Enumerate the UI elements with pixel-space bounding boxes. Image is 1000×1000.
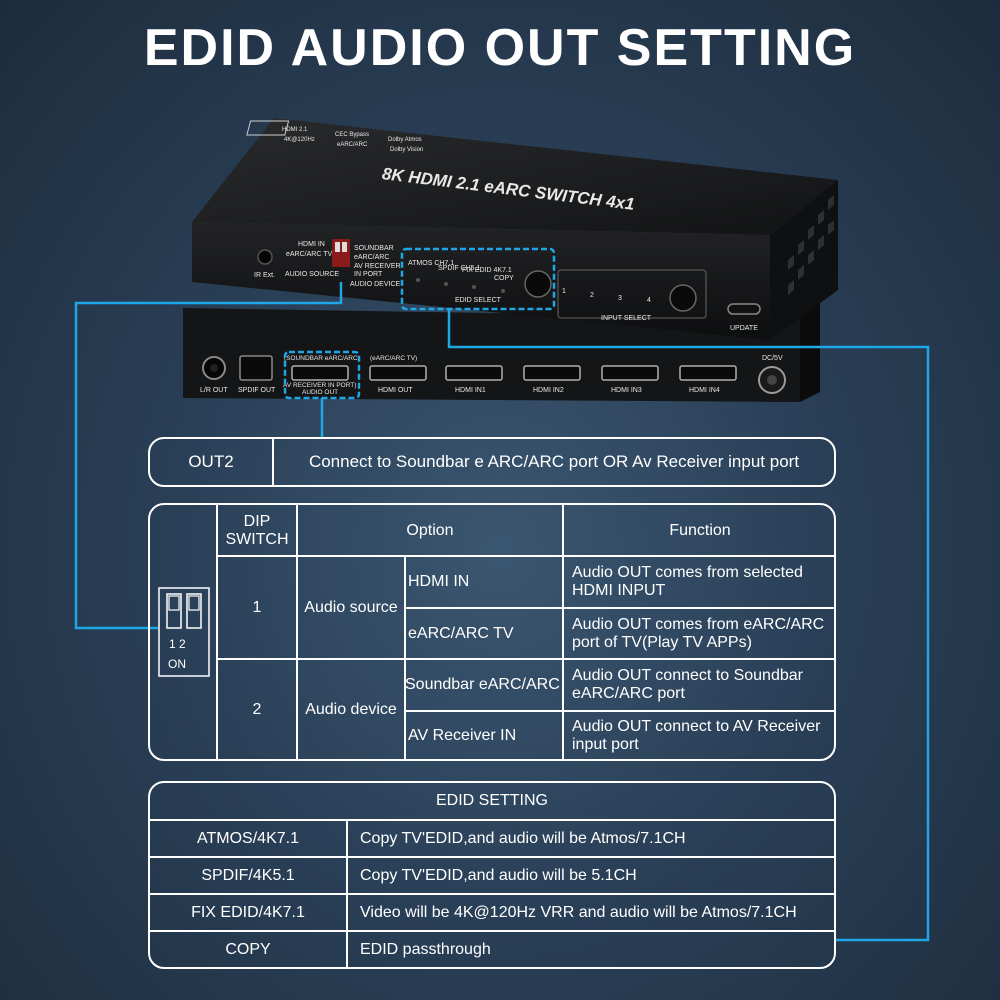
svg-text:1 2: 1 2 <box>169 637 186 651</box>
spdif-port <box>239 355 273 381</box>
usb-c-port <box>727 303 761 315</box>
svg-text:HDMI IN1: HDMI IN1 <box>455 387 486 394</box>
sub-option: eARC/ARC TV <box>408 624 514 642</box>
svg-text:ON: ON <box>168 657 186 671</box>
svg-text:UPDATE: UPDATE <box>730 325 758 332</box>
input-select-button <box>669 284 697 312</box>
edid-select-button <box>524 270 552 298</box>
svg-text:ATMOS CH7.1: ATMOS CH7.1 <box>408 260 454 267</box>
badge-text: HDMI 2.1 <box>282 127 308 133</box>
function-text: Audio OUT connect to AV Receiver input p… <box>572 717 821 753</box>
hdmi-switch-illustration: HDMI 2.1 4K@120Hz CEC Bypass eARC/ARC Do… <box>183 118 838 402</box>
out2-description: Connect to Soundbar e ARC/ARC port OR Av… <box>308 452 800 471</box>
edid-description: Copy TV'EDID,and audio will be 5.1CH <box>360 866 637 884</box>
svg-text:SPDIF CH5.1: SPDIF CH5.1 <box>438 265 481 272</box>
svg-text:HDMI IN3: HDMI IN3 <box>611 387 642 394</box>
svg-text:EDID SELECT: EDID SELECT <box>455 297 502 304</box>
badge-text: CEC Bypass <box>335 132 369 138</box>
svg-text:COPY: COPY <box>494 275 514 282</box>
svg-text:AV RECEIVER: AV RECEIVER <box>354 263 401 270</box>
svg-text:3: 3 <box>618 295 622 302</box>
function-text: Audio OUT comes from selected HDMI INPUT <box>572 564 803 599</box>
hdmi-out-port <box>369 365 427 381</box>
out2-label: OUT2 <box>150 439 274 485</box>
page-title: EDID AUDIO OUT SETTING <box>143 19 857 77</box>
svg-text:IR Ext.: IR Ext. <box>254 272 275 279</box>
svg-text:4: 4 <box>647 297 651 304</box>
svg-text:eARC/ARC: eARC/ARC <box>354 254 389 261</box>
dip-switch-block <box>332 239 350 267</box>
out2-box: OUT2 Connect to Soundbar e ARC/ARC port … <box>148 437 836 487</box>
option-name: Audio source <box>304 598 398 616</box>
svg-text:HDMI IN4: HDMI IN4 <box>689 387 720 394</box>
svg-text:SPDIF OUT: SPDIF OUT <box>238 387 276 394</box>
svg-text:L/R OUT: L/R OUT <box>200 387 228 394</box>
svg-text:HDMI OUT: HDMI OUT <box>378 387 413 394</box>
edid-mode: ATMOS/4K7.1 <box>197 829 299 847</box>
badge-text: eARC/ARC <box>337 142 368 148</box>
header-function: Function <box>669 522 731 539</box>
svg-text:(SOUNDBAR eARC/ARC): (SOUNDBAR eARC/ARC) <box>284 355 360 362</box>
svg-text:INPUT SELECT: INPUT SELECT <box>601 315 652 322</box>
edid-header: EDID SETTING <box>435 792 548 809</box>
svg-text:IN PORT: IN PORT <box>354 271 383 278</box>
svg-text:FIX EDID 4K7.1: FIX EDID 4K7.1 <box>462 267 512 274</box>
edid-setting-table: EDID SETTING ATMOS/4K7.1 Copy TV'EDID,an… <box>148 781 836 969</box>
svg-text:DC/5V: DC/5V <box>762 355 783 362</box>
svg-text:(eARC/ARC TV): (eARC/ARC TV) <box>370 355 417 362</box>
hdmi-in2-port <box>523 365 581 381</box>
hdmi-in3-port <box>601 365 659 381</box>
dip-switch-table: DIP SWITCH Option Function 1 Audio sourc… <box>148 503 836 761</box>
edid-mode: SPDIF/4K5.1 <box>201 866 295 884</box>
option-name: Audio device <box>305 700 397 718</box>
sub-option: Soundbar eARC/ARC <box>405 676 560 693</box>
header-option: Option <box>406 522 454 539</box>
svg-text:eARC/ARC TV APP: eARC/ARC TV APP <box>286 251 348 258</box>
header-dip-switch: DIP SWITCH <box>225 513 289 548</box>
edid-mode: FIX EDID/4K7.1 <box>191 903 305 921</box>
top-badges: HDMI 2.1 4K@120Hz CEC Bypass eARC/ARC Do… <box>246 120 423 153</box>
switch-number: 2 <box>252 700 262 718</box>
function-text: Audio OUT connect to Soundbar eARC/ARC p… <box>572 667 803 702</box>
svg-text:1: 1 <box>562 288 566 295</box>
svg-text:SOUNDBAR: SOUNDBAR <box>354 245 394 252</box>
svg-text:AUDIO SOURCE: AUDIO SOURCE <box>285 271 339 278</box>
sub-option: AV Receiver IN <box>408 726 517 744</box>
svg-text:AUDIO OUT: AUDIO OUT <box>302 389 338 396</box>
svg-text:HDMI IN2: HDMI IN2 <box>533 387 564 394</box>
edid-description: Copy TV'EDID,and audio will be Atmos/7.1… <box>360 829 686 847</box>
switch-number: 1 <box>252 598 262 616</box>
edid-description: EDID passthrough <box>360 940 491 958</box>
sub-option: HDMI IN <box>408 573 470 590</box>
dip-switch-icon: 1 2 ON <box>158 587 210 677</box>
hdmi-in1-port <box>445 365 503 381</box>
hdmi-audio-out-port <box>291 365 349 381</box>
edid-description: Video will be 4K@120Hz VRR and audio wil… <box>360 903 797 921</box>
edid-mode: COPY <box>225 940 271 958</box>
function-text: Audio OUT comes from eARC/ARC port of TV… <box>572 615 825 651</box>
svg-text:HDMI IN: HDMI IN <box>298 241 325 248</box>
hdmi-in4-port <box>679 365 737 381</box>
svg-text:2: 2 <box>590 292 594 299</box>
ir-jack <box>257 249 273 265</box>
badge-text: Dolby Vision <box>390 147 423 153</box>
vent-slots <box>788 195 834 295</box>
svg-text:AUDIO DEVICE: AUDIO DEVICE <box>350 281 401 288</box>
badge-text: Dolby Atmos <box>388 137 422 143</box>
badge-text: 4K@120Hz <box>284 137 315 143</box>
svg-text:AV RECEIVER IN PORT): AV RECEIVER IN PORT) <box>283 382 356 389</box>
